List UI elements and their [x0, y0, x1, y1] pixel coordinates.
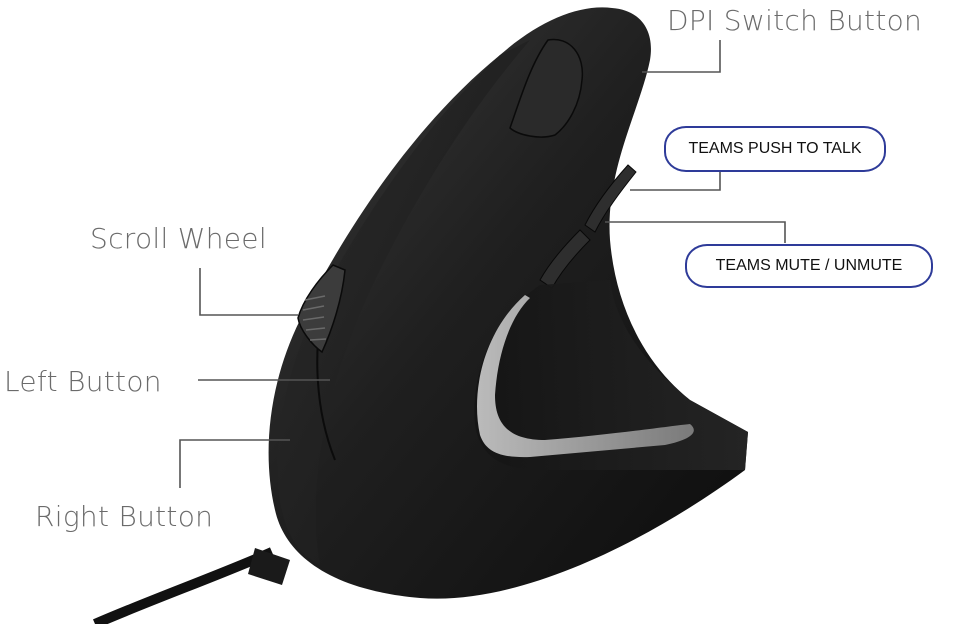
leader-right-button — [179, 439, 290, 488]
leader-mute — [605, 221, 786, 243]
callout-teams-mute-unmute: TEAMS MUTE / UNMUTE — [685, 244, 933, 288]
leader-lines — [179, 40, 786, 488]
leader-dpi — [642, 40, 721, 73]
thumb-rest — [474, 280, 748, 470]
label-scroll-wheel: Scroll Wheel — [90, 222, 267, 255]
side-button-forward — [584, 164, 637, 233]
callout-teams-push-to-talk: TEAMS PUSH TO TALK — [664, 126, 886, 172]
side-button-back — [539, 229, 591, 289]
label-right-button: Right Button — [35, 500, 214, 533]
accent-stripe — [477, 295, 694, 458]
leader-push-to-talk — [630, 166, 721, 191]
cable-strain-relief — [248, 548, 290, 585]
scroll-wheel-grooves — [302, 295, 327, 341]
label-left-button: Left Button — [4, 365, 162, 398]
leader-scroll — [199, 268, 298, 316]
mouse-cable — [93, 547, 275, 629]
dpi-switch-button — [509, 38, 584, 138]
label-dpi-switch-button: DPI Switch Button — [667, 4, 923, 37]
